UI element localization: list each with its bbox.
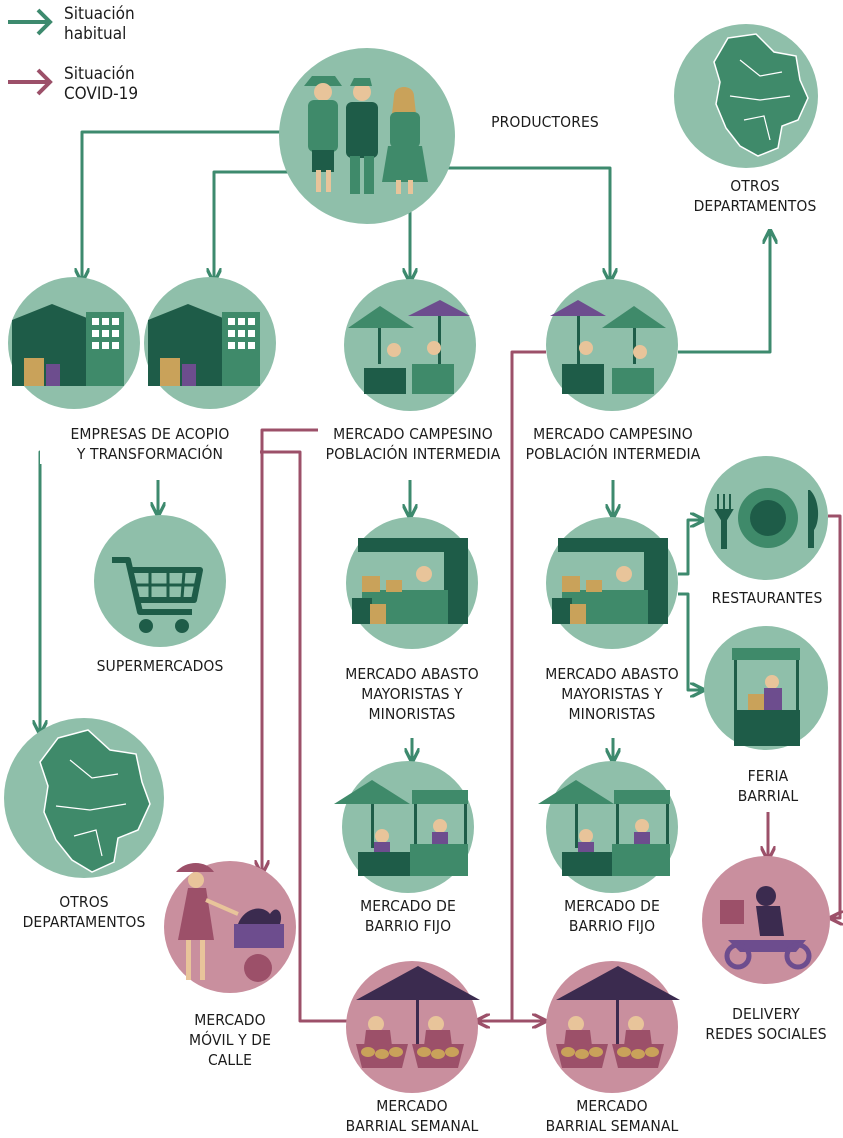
flow-campesino-otrosdep-top: [678, 232, 770, 354]
label-semanal-left: MERCADO BARRIAL SEMANAL: [345, 1097, 479, 1135]
cart-icon: [234, 924, 284, 948]
label-mercado-campesino-right: MERCADO CAMPESINO POBLACIÓN INTERMEDIA: [525, 425, 701, 463]
delivery-node: [702, 856, 830, 984]
bolivia-map-icon: [713, 33, 809, 157]
flow-productores-empresas2: [214, 170, 310, 280]
flow-abasto-feria: [678, 592, 702, 690]
bolivia-map-icon-2: [39, 729, 151, 873]
flow-productores-campesino-right: [440, 166, 610, 280]
otros-departamentos-top-node: [674, 24, 818, 168]
label-empresas: EMPRESAS DE ACOPIO Y TRANSFORMACIÓN: [40, 424, 260, 464]
covid-flows: [228, 350, 840, 1023]
flow-campesino-right-semanal: [510, 350, 546, 1021]
umbrella-icon-2: [334, 780, 410, 804]
semanal-left-node: [346, 961, 480, 1093]
vendor-hat-icon: [176, 863, 214, 872]
helmet-icon: [756, 886, 776, 906]
mercado-campesino-left-node: [344, 279, 476, 411]
label-otros-departamentos-bottom: OTROS DEPARTAMENTOS: [22, 893, 146, 931]
label-feria-barrial: FERIA BARRIAL: [737, 767, 799, 805]
legend-covid-label: Situación COVID-19: [64, 64, 139, 104]
label-mercado-movil: MERCADO MÓVIL Y DE CALLE: [188, 1011, 272, 1069]
flow-empresas-semanal: [228, 450, 348, 1023]
restaurantes-node: [704, 456, 828, 580]
mercado-abasto-right-node: [546, 517, 678, 649]
mercado-movil-node: [164, 861, 296, 993]
label-restaurantes: RESTAURANTES: [711, 589, 823, 607]
label-productores: PRODUCTORES: [491, 113, 599, 131]
feria-barrial-node: [704, 626, 828, 750]
legend-usual-label: Situación habitual: [64, 4, 135, 44]
label-mercado-campesino-left: MERCADO CAMPESINO POBLACIÓN INTERMEDIA: [318, 424, 508, 464]
flow-abasto-restaurantes: [678, 520, 702, 576]
supermercados-node: [94, 515, 226, 647]
fork-icon: [714, 494, 734, 549]
productores-node: [279, 48, 455, 224]
flow-productores-empresas1: [82, 130, 310, 280]
legend-covid-arrow: [8, 68, 53, 96]
label-mercado-abasto-left: MERCADO ABASTO MAYORISTAS Y MINORISTAS: [345, 665, 479, 723]
legend-usual-arrow: [8, 8, 53, 36]
empresas-node-1: [8, 277, 140, 409]
label-barrio-fijo-right: MERCADO DE BARRIO FIJO: [564, 897, 660, 935]
stall-roof-icon: [732, 648, 800, 660]
label-otros-departamentos-top: OTROS DEPARTAMENTOS: [693, 177, 817, 215]
semanal-right-node: [546, 961, 680, 1093]
otros-departamentos-bottom-node: [4, 718, 164, 878]
umbrella-icon: [348, 306, 414, 328]
barrio-fijo-left-node: [334, 761, 474, 893]
market-stall-icon: [358, 538, 468, 552]
label-supermercados: SUPERMERCADOS: [96, 657, 224, 675]
flow-restaurantes-delivery: [828, 514, 840, 918]
knife-icon: [808, 490, 819, 548]
mercado-campesino-right-node: [546, 279, 678, 411]
label-delivery: DELIVERY REDES SOCIALES: [705, 1005, 827, 1043]
legend: [8, 8, 53, 96]
label-semanal-right: MERCADO BARRIAL SEMANAL: [545, 1097, 679, 1135]
mercado-abasto-left-node: [346, 517, 478, 649]
empresas-node-2: [144, 277, 276, 409]
barrio-fijo-right-node: [538, 761, 678, 893]
flow-empresas-otrosdep: [40, 450, 60, 732]
person-hat-icon: [304, 76, 342, 86]
flow-campesino-movil: [262, 428, 322, 872]
label-barrio-fijo-left: MERCADO DE BARRIO FIJO: [360, 897, 456, 935]
umbrella-icon-3: [356, 966, 480, 1000]
label-mercado-abasto-right: MERCADO ABASTO MAYORISTAS Y MINORISTAS: [545, 665, 679, 723]
